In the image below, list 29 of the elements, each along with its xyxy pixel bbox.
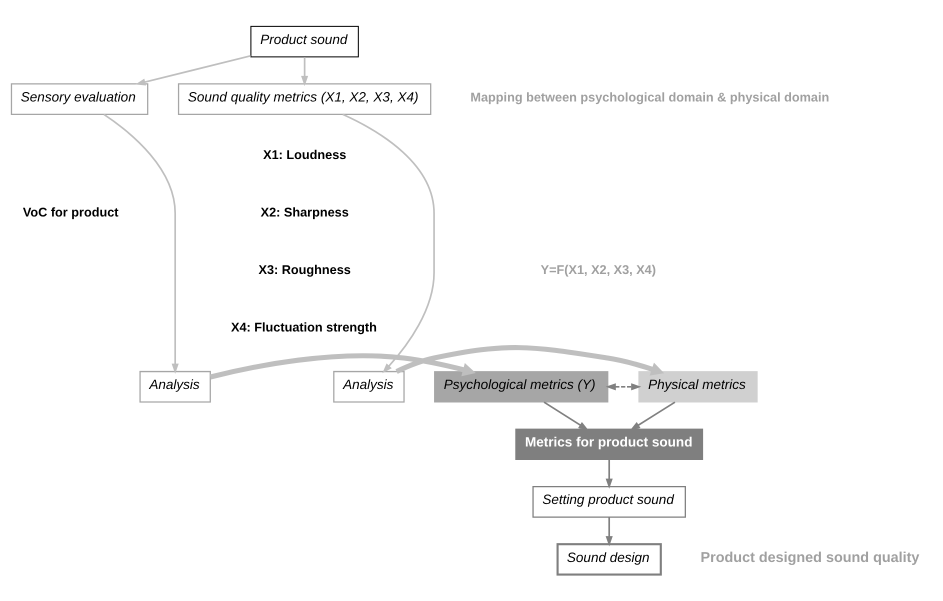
node-box: Psychological metrics (Y) bbox=[434, 371, 608, 402]
node-label: Product designed sound quality bbox=[700, 550, 920, 566]
label: X2: Sharpness bbox=[260, 205, 349, 220]
node-box: Analysis bbox=[333, 370, 405, 403]
arrow bbox=[630, 401, 676, 430]
node-box: Product sound bbox=[250, 26, 359, 58]
arrow bbox=[210, 353, 476, 380]
arrow bbox=[342, 114, 435, 374]
label: Y=F(X1, X2, X3, X4) bbox=[540, 262, 656, 277]
label: X1: Loudness bbox=[263, 148, 346, 162]
label: Mapping between psychological domain & physical domain bbox=[470, 90, 830, 104]
label: X3: Roughness bbox=[258, 262, 351, 277]
label: VoC for product bbox=[22, 205, 119, 220]
arrow bbox=[606, 460, 613, 489]
node-box: Metrics for product sound bbox=[515, 428, 704, 460]
arrow bbox=[606, 383, 642, 390]
arrow bbox=[606, 517, 613, 546]
node-box: Sound design bbox=[556, 543, 662, 576]
arrow bbox=[301, 57, 308, 86]
node-box: Sensory evaluation bbox=[10, 83, 148, 115]
label: X4: Fluctuation strength bbox=[231, 320, 377, 334]
arrow bbox=[103, 114, 179, 374]
node-box: Physical metrics bbox=[638, 371, 758, 402]
arrow bbox=[396, 345, 664, 376]
node-box: Sound quality metrics (X1, X2, X3, X4) bbox=[178, 83, 432, 115]
arrow bbox=[135, 55, 251, 86]
node-box: Setting product sound bbox=[532, 486, 686, 518]
node-box: Analysis bbox=[139, 370, 211, 403]
arrow bbox=[544, 401, 589, 430]
